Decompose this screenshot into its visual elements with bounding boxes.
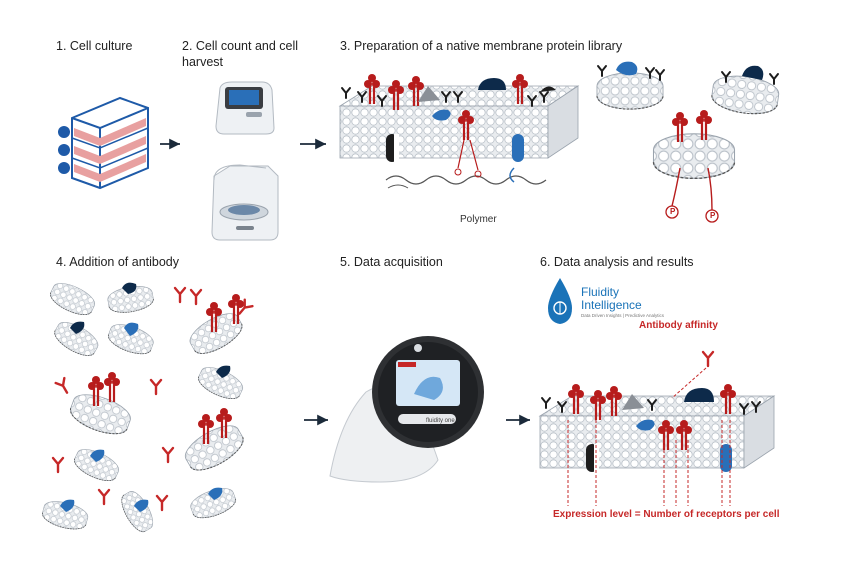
- logo-line1: Fluidity: [581, 285, 620, 299]
- cell-culture-flask: [58, 96, 149, 190]
- step-5-title: 5. Data acquisition: [340, 255, 443, 269]
- centrifuge-device: [211, 164, 279, 241]
- results-membrane: [538, 350, 776, 506]
- expression-level-label: Expression level = Number of receptors p…: [553, 509, 780, 520]
- cell-counter-device: [215, 81, 275, 135]
- step-6-title: 6. Data analysis and results: [540, 255, 694, 269]
- antibody-mixture: [39, 277, 254, 536]
- phospho-label-2: P: [710, 211, 716, 220]
- nanodisc-library: [596, 61, 782, 223]
- device-brand: fluidity one: [426, 418, 455, 424]
- antibody-affinity-label: Antibody affinity: [639, 320, 718, 331]
- polymer-label: Polymer: [460, 214, 497, 225]
- logo-tagline: Data Driven Insights | Predictive Analyt…: [581, 313, 664, 318]
- phospho-label-1: P: [670, 207, 676, 216]
- step-4-title: 4. Addition of antibody: [56, 255, 180, 269]
- membrane-proteins: [341, 72, 556, 178]
- step-2-title: 2. Cell count and cell harvest: [182, 39, 299, 69]
- step-3-title: 3. Preparation of a native membrane prot…: [340, 39, 623, 53]
- step-1-title: 1. Cell culture: [56, 39, 133, 53]
- fluidity-one-instrument: fluidity one: [329, 336, 484, 483]
- logo-line2: Intelligence: [581, 298, 642, 312]
- fluidity-intelligence-logo: [548, 278, 572, 324]
